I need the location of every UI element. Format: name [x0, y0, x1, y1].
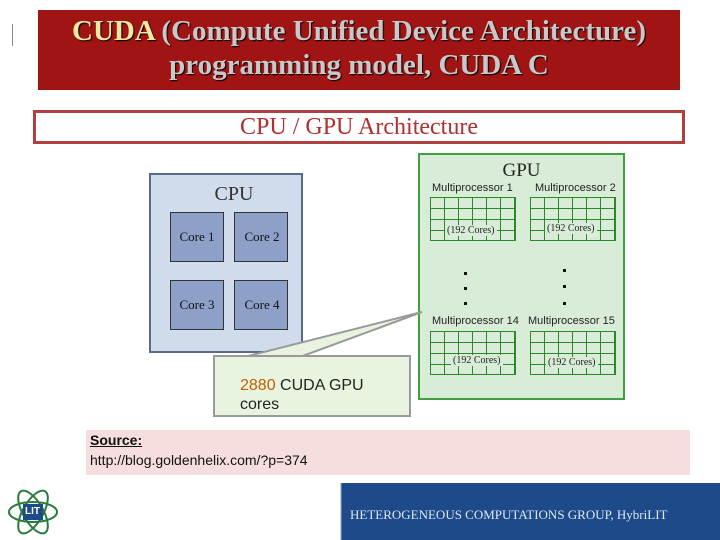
title-line-1-text: (Compute Unified Device Architecture): [154, 15, 646, 47]
multiprocessor-14-core-grid: [430, 331, 516, 375]
source-heading: Source:: [90, 432, 143, 448]
footer-bar: [0, 483, 720, 540]
callout-caption: CUDA GPU cores: [240, 377, 364, 413]
title-line-2: programming model, CUDA C: [169, 49, 549, 81]
title-line-1: CUDA (Compute Unified Device Architectur…: [38, 14, 680, 48]
cpu-core-3: [170, 280, 224, 330]
multiprocessor-1-label: Multiprocessor 1: [432, 182, 513, 194]
source-panel: [86, 430, 690, 475]
hybrilit-logo-icon: [8, 489, 58, 535]
gpu-core-count: 2880: [240, 377, 276, 394]
source-url[interactable]: http://blog.goldenhelix.com/?p=374: [90, 452, 308, 468]
ellipsis-dot: [563, 302, 566, 305]
callout-text: 2880 CUDA GPU cores: [240, 376, 400, 414]
ellipsis-dot: [464, 287, 467, 290]
ellipsis-dot: [464, 302, 467, 305]
multiprocessor-2-cores: (192 Cores): [545, 223, 597, 234]
cpu-core-2-label: Core 2: [244, 229, 280, 244]
subtitle-frame: [33, 110, 685, 144]
footer-text: HETEROGENEOUS COMPUTATIONS GROUP, HybriL…: [350, 507, 668, 522]
subtitle: CPU / GPU Architecture: [240, 114, 478, 140]
multiprocessor-1-cores: (192 Cores): [445, 225, 497, 236]
multiprocessor-14-label: Multiprocessor 14: [432, 315, 519, 327]
cpu-core-2: [234, 212, 288, 262]
multiprocessor-2-core-grid: [530, 197, 616, 241]
multiprocessor-2-label: Multiprocessor 2: [535, 182, 616, 194]
gpu-label: GPU: [502, 160, 541, 181]
ellipsis-dot: [464, 272, 467, 275]
cpu-core-1-label: Core 1: [179, 229, 215, 244]
slide-edge-mark: [12, 24, 15, 46]
cpu-core-4-label: Core 4: [244, 297, 280, 312]
multiprocessor-14-cores: (192 Cores): [451, 355, 503, 366]
cpu-core-3-label: Core 3: [179, 297, 215, 312]
multiprocessor-15-core-grid: [530, 331, 616, 375]
ellipsis-dot: [563, 285, 566, 288]
ellipsis-dot: [563, 269, 566, 272]
logo-text: LIT: [25, 506, 40, 517]
cpu-core-4: [234, 280, 288, 330]
cpu-core-1: [170, 212, 224, 262]
title-cuda-word: CUDA: [72, 15, 155, 47]
multiprocessor-15-cores: (192 Cores): [546, 357, 598, 368]
callout-box: [213, 355, 411, 417]
title-banner: [38, 10, 680, 90]
multiprocessor-15-label: Multiprocessor 15: [528, 315, 615, 327]
cpu-label: CPU: [214, 183, 254, 205]
